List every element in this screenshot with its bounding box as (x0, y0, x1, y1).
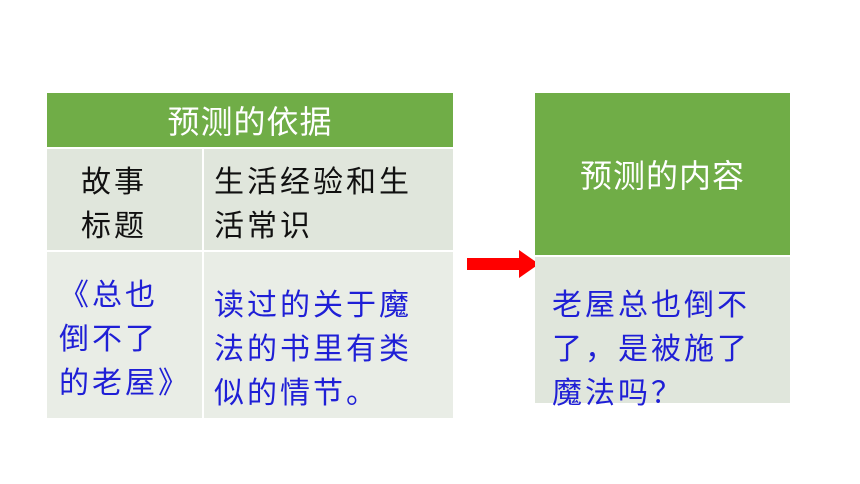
content-line: 似的情节。 (214, 376, 379, 411)
heading-line: 活常识 (214, 209, 313, 244)
heading-line: 故事 (81, 165, 147, 200)
content-line: 老屋总也倒不 (552, 288, 750, 323)
content-line: 了，是被施了 (552, 332, 750, 367)
story-title-column-heading: 故事 标题 (47, 149, 202, 250)
life-experience-cell: 读过的关于魔 法的书里有类 似的情节。 (204, 252, 453, 418)
basis-table-header: 预测的依据 (47, 93, 453, 147)
prediction-header-text: 预测的内容 (579, 157, 745, 195)
life-experience-column-heading: 生活经验和生 活常识 (204, 149, 453, 250)
prediction-table-header: 预测的内容 (535, 93, 790, 255)
content-line: 《总也 (59, 278, 158, 313)
content-line: 的老屋》 (59, 366, 191, 401)
content-line: 读过的关于魔 (214, 288, 412, 323)
content-line: 法的书里有类 (214, 332, 412, 367)
heading-line: 标题 (81, 209, 147, 244)
content-line: 魔法吗？ (552, 376, 684, 411)
prediction-cell (535, 257, 790, 403)
story-title-cell: 《总也 倒不了 的老屋》 (47, 252, 202, 418)
basis-header-text: 预测的依据 (167, 103, 333, 141)
content-line: 倒不了 (59, 322, 158, 357)
heading-line: 生活经验和生 (214, 165, 412, 200)
prediction-text: 老屋总也倒不 了，是被施了 魔法吗？ (552, 284, 802, 416)
right-arrow-icon (467, 250, 539, 278)
